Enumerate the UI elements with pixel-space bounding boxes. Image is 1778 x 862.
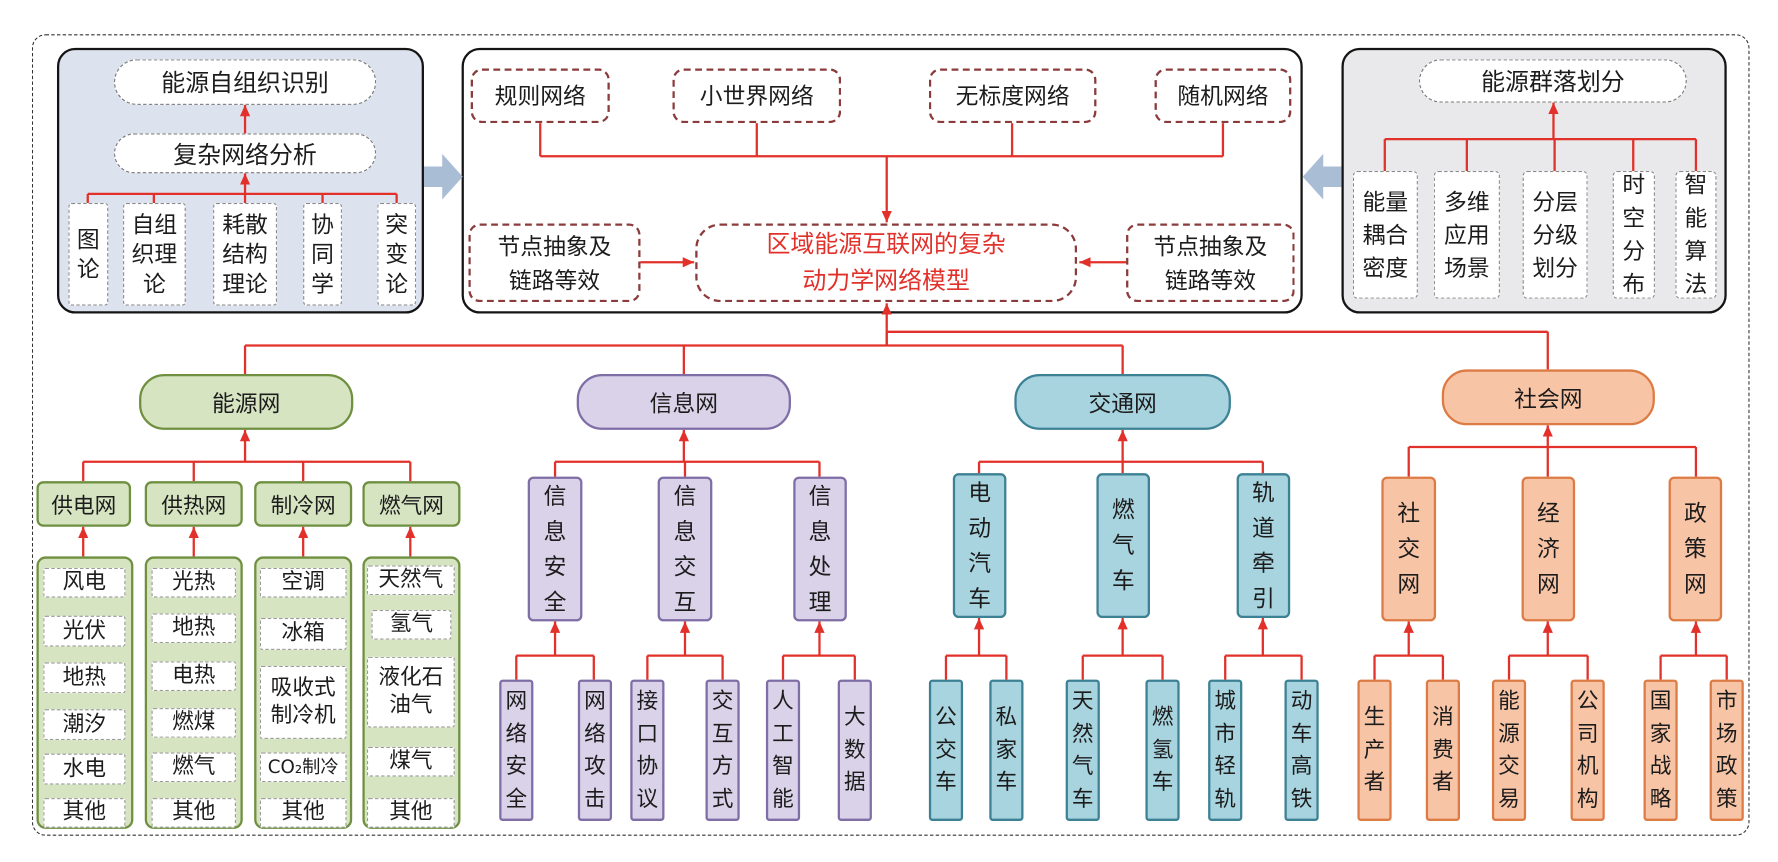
abstraction-left: 节点抽象及链路等效 [468, 223, 641, 303]
topology-small-world: 小世界网络 [672, 68, 842, 124]
subnet-economic: 经济网 [1521, 476, 1576, 622]
leaf-high-speed-rail: 动车高铁 [1284, 679, 1319, 821]
method-multi-scenario: 多维应用场景 [1433, 171, 1500, 299]
category-info-net: 信息网 [576, 373, 791, 430]
list-item: 液化石油气 [366, 656, 455, 728]
list-item: 光热 [151, 567, 236, 598]
subnet-social: 社交网 [1381, 476, 1437, 622]
list-item: 其他 [259, 798, 347, 828]
list-item: 煤气 [366, 746, 455, 777]
list-item: 电热 [151, 661, 236, 691]
leaf-network-attack: 网络攻击 [577, 679, 613, 821]
leaf-hydrogen-vehicle: 燃氢车 [1145, 679, 1180, 821]
leaf-private-car: 私家车 [989, 679, 1024, 821]
leaf-natural-gas-vehicle: 天然气车 [1065, 679, 1100, 821]
connector-arrows [78, 102, 1702, 656]
abstraction-right: 节点抽象及链路等效 [1126, 223, 1295, 303]
list-item: 风电 [43, 567, 126, 598]
list-item: CO₂制冷 [259, 752, 347, 783]
category-social-net: 社会网 [1441, 369, 1655, 426]
leaf-national-strategy: 国家战略 [1643, 679, 1678, 821]
method-spatiotemporal: 时空分布 [1612, 171, 1655, 299]
category-energy-net: 能源网 [139, 373, 354, 430]
subnet-gas: 燃气网 [362, 481, 461, 527]
theory-catastrophe: 突变论 [377, 202, 417, 306]
list-item: 其他 [151, 798, 236, 828]
core-model: 区域能源互联网的复杂动力学网络模型 [695, 223, 1078, 303]
list-item: 地热 [43, 662, 126, 694]
leaf-network-security: 网络安全 [499, 679, 534, 821]
list-item: 空调 [259, 567, 347, 598]
leaf-interface-protocol: 接口协议 [630, 679, 665, 821]
leaf-market-policy: 市场政策 [1709, 679, 1744, 821]
topology-scale-free: 无标度网络 [928, 68, 1097, 124]
subnet-cooling: 制冷网 [254, 481, 353, 527]
method-hierarchical: 分层分级划分 [1522, 171, 1588, 299]
subnet-electric-vehicle: 电动汽车 [952, 473, 1007, 618]
block-arrow-right [423, 153, 463, 200]
complex-network-analysis: 复杂网络分析 [113, 133, 377, 174]
method-intelligent-algorithm: 智能算法 [1675, 171, 1717, 299]
subnet-heating: 供热网 [144, 481, 243, 527]
subnet-rail-traction: 轨道牵引 [1236, 473, 1291, 618]
subnet-info-interaction: 信息交互 [657, 476, 713, 622]
theory-dissipative-structure: 耗散结构理论 [213, 202, 277, 306]
list-item: 吸收式制冷机 [259, 665, 347, 739]
subnet-power: 供电网 [36, 481, 132, 527]
leaf-producer: 生产者 [1357, 679, 1392, 821]
theory-synergetics: 协同学 [303, 202, 342, 306]
leaf-big-data: 大数据 [837, 679, 872, 821]
list-item: 其他 [366, 798, 455, 828]
theory-graph: 图论 [68, 202, 109, 306]
subnet-policy: 政策网 [1668, 476, 1723, 622]
list-item: 水电 [43, 753, 126, 785]
category-traffic-net: 交通网 [1014, 373, 1231, 430]
method-coupling-density: 能量耦合密度 [1352, 171, 1418, 299]
list-item: 天然气 [366, 565, 455, 596]
list-item: 潮汐 [43, 709, 126, 740]
outer-dashed-frame [31, 34, 1750, 836]
subnet-gas-vehicle: 燃气车 [1096, 473, 1150, 618]
heating-items-group [144, 556, 243, 829]
topology-regular: 规则网络 [470, 68, 610, 124]
leaf-urban-light-rail: 城市轻轨 [1208, 679, 1243, 821]
topology-random: 随机网络 [1154, 68, 1292, 124]
list-item: 其他 [43, 798, 126, 828]
subnet-info-security: 信息安全 [527, 476, 583, 622]
leaf-energy-trading: 能源交易 [1491, 679, 1527, 821]
leaf-corporate-institution: 公司机构 [1570, 679, 1605, 821]
list-item: 氢气 [371, 610, 452, 640]
list-item: 冰箱 [259, 617, 347, 650]
list-item: 地热 [151, 613, 236, 644]
leaf-artificial-intelligence: 人工智能 [765, 679, 801, 821]
subnet-info-processing: 信息处理 [793, 476, 847, 622]
community-partition: 能源群落划分 [1418, 59, 1687, 103]
leaf-interaction-mode: 交互方式 [705, 679, 740, 821]
list-item: 光伏 [43, 615, 126, 647]
theory-self-organization: 自组织理论 [123, 202, 186, 306]
self-organization-identification: 能源自组织识别 [113, 59, 377, 105]
list-item: 燃煤 [151, 708, 236, 738]
leaf-bus: 公交车 [928, 679, 964, 821]
leaf-consumer: 消费者 [1425, 679, 1461, 821]
block-arrow-left [1302, 153, 1342, 200]
list-item: 燃气 [151, 752, 236, 783]
